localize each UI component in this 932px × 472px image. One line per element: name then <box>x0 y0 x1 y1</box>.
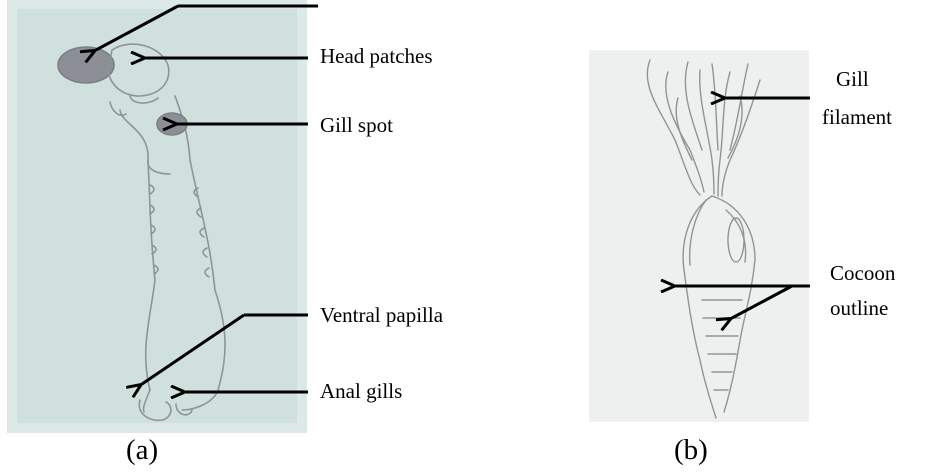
caption-panel-b: (b) <box>674 434 708 466</box>
label-cocoon-outline-line1: Cocoon <box>830 260 895 286</box>
label-head-patches: Head patches <box>320 43 433 69</box>
label-gill-spot: Gill spot <box>320 112 393 138</box>
label-gill-filament-line2: filament <box>822 104 892 130</box>
panel-b-photo <box>589 50 809 422</box>
head-patch-shape <box>58 47 114 83</box>
panel-a-photo <box>12 4 302 428</box>
label-gill-filament-line1: Gill <box>836 66 869 92</box>
label-anal-gills: Anal gills <box>320 378 402 404</box>
label-ventral-papilla: Ventral papilla <box>320 302 443 328</box>
caption-panel-a: (a) <box>126 434 158 466</box>
label-cocoon-outline-line2: outline <box>830 295 888 321</box>
